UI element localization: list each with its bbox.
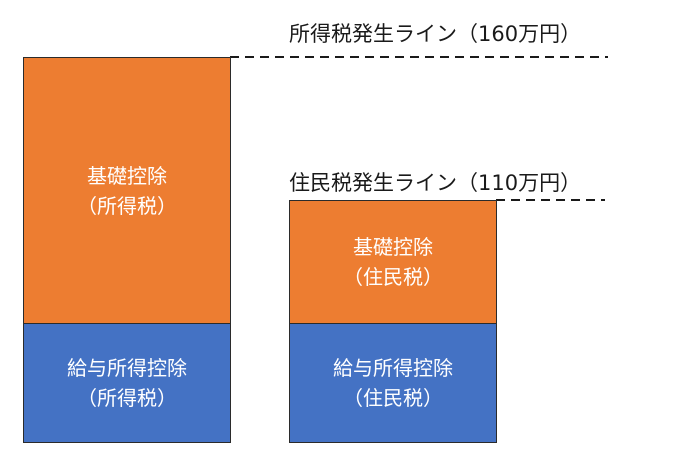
- income-tax-qualifier: （所得税）: [77, 193, 177, 218]
- employment-income-deduction-label: 給与所得控除: [67, 356, 187, 380]
- employment-income-deduction-income-tax-block: 給与所得控除 （所得税）: [23, 323, 231, 443]
- basic-deduction-income-tax-block: 基礎控除 （所得税）: [23, 57, 231, 324]
- basic-deduction-resident-tax-block: 基礎控除 （住民税）: [289, 200, 497, 324]
- basic-deduction-label: 基礎控除: [87, 163, 167, 188]
- employment-income-deduction-label: 給与所得控除: [333, 356, 453, 380]
- resident-tax-line-label: 住民税発生ライン（110万円）: [289, 171, 582, 195]
- basic-deduction-label: 基礎控除: [353, 235, 433, 259]
- resident-tax-qualifier: （住民税）: [343, 265, 443, 289]
- income-tax-line-label: 所得税発生ライン（160万円）: [289, 22, 582, 46]
- resident-tax-qualifier: （住民税）: [343, 386, 443, 410]
- income-tax-qualifier: （所得税）: [77, 386, 177, 410]
- employment-income-deduction-resident-tax-block: 給与所得控除 （住民税）: [289, 323, 497, 443]
